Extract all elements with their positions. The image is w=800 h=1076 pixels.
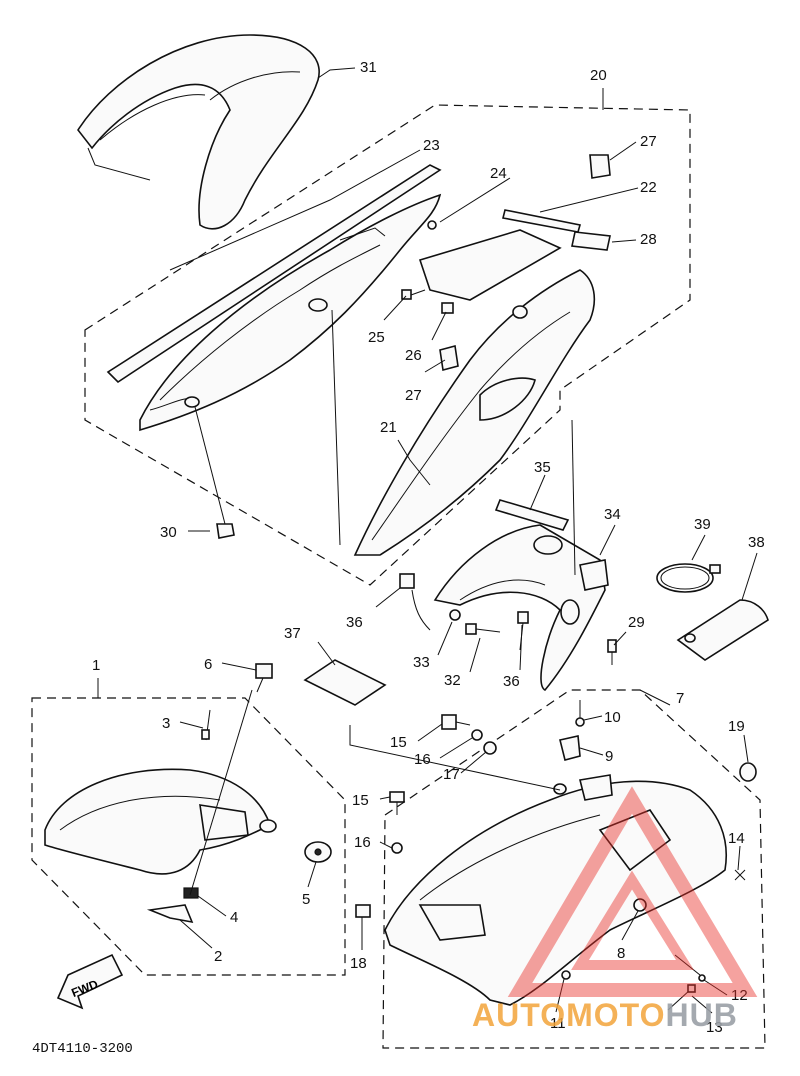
callout-15-a: 15 <box>390 734 407 751</box>
part-38-cover <box>676 599 769 661</box>
part-7-rear-fender <box>384 774 727 1006</box>
callout-8: 8 <box>617 945 625 962</box>
callout-27-top: 27 <box>640 133 657 150</box>
part-36-bolt-b <box>517 611 529 651</box>
callout-13: 13 <box>706 1019 723 1036</box>
callout-19: 19 <box>728 718 745 735</box>
part-6-bolt <box>189 663 273 896</box>
part-2-bracket <box>146 904 194 924</box>
callout-12: 12 <box>731 987 748 1004</box>
part-28-pad <box>571 231 611 251</box>
group-boundary-20 <box>84 104 691 586</box>
part-22-strip <box>502 209 582 233</box>
callout-22: 22 <box>640 179 657 196</box>
part-16-washer-b <box>391 842 403 854</box>
part-10-screw <box>575 700 585 727</box>
diagram-code: 4DT4110-3200 <box>32 1041 133 1057</box>
part-23-side-cover <box>106 164 442 432</box>
callout-28: 28 <box>640 231 657 248</box>
part-19-bulb <box>739 762 757 782</box>
callout-9: 9 <box>605 748 613 765</box>
part-24-screw <box>427 220 437 230</box>
part-26-nut <box>441 302 454 314</box>
callout-10: 10 <box>604 709 621 726</box>
callout-34: 34 <box>604 506 621 523</box>
callout-15-b: 15 <box>352 792 369 809</box>
callout-24: 24 <box>490 165 507 182</box>
callout-20: 20 <box>590 67 607 84</box>
part-36-bolt-a <box>399 573 431 631</box>
callout-26: 26 <box>405 347 422 364</box>
callout-1: 1 <box>92 657 100 674</box>
fwd-arrow: FWD <box>56 953 124 1010</box>
part-9-clip <box>559 735 581 761</box>
watermark-text: AUTOMOTOHUB <box>472 997 738 1033</box>
callout-18: 18 <box>350 955 367 972</box>
part-29-clip <box>607 639 617 665</box>
callout-31: 31 <box>360 59 377 76</box>
callout-3: 3 <box>162 715 170 732</box>
part-32-bolt <box>465 623 501 635</box>
callout-25: 25 <box>368 329 385 346</box>
part-30-nut <box>216 523 235 539</box>
callout-4: 4 <box>230 909 238 926</box>
part-34-bracket <box>433 524 609 692</box>
callout-39: 39 <box>694 516 711 533</box>
callout-11: 11 <box>550 1015 566 1032</box>
callout-23: 23 <box>423 137 440 154</box>
part-8-grommet <box>633 898 647 912</box>
part-13-bolt <box>667 984 696 1011</box>
leader-lines <box>97 67 758 1014</box>
part-27-block-mid <box>439 344 459 372</box>
part-15-bolt-a <box>441 714 471 730</box>
callout-35: 35 <box>534 459 551 476</box>
part-14-clip <box>734 869 746 881</box>
callout-16-a: 16 <box>414 751 431 768</box>
callout-17: 17 <box>443 766 460 783</box>
part-12-screw <box>674 954 706 982</box>
part-25-bolt <box>401 289 426 300</box>
callout-33: 33 <box>413 654 430 671</box>
part-3-screw <box>201 709 211 741</box>
callout-labels: 31 20 23 27 24 22 28 25 26 27 21 35 34 3… <box>92 59 765 1036</box>
part-5-reflector <box>304 841 332 863</box>
part-16-washer-a <box>471 729 483 741</box>
callout-32: 32 <box>444 672 461 689</box>
callout-2: 2 <box>214 948 222 965</box>
callout-14: 14 <box>728 830 745 847</box>
part-27-block-top <box>589 154 611 179</box>
callout-6: 6 <box>204 656 212 673</box>
group-boundary-7 <box>382 689 766 1049</box>
callout-29: 29 <box>628 614 645 631</box>
callout-5: 5 <box>302 891 310 908</box>
watermark-logo: AUTOMOTOHUB <box>472 786 758 1033</box>
part-11-screw <box>561 970 571 980</box>
part-31-seat-cowl <box>77 34 320 230</box>
callout-36-a: 36 <box>346 614 363 631</box>
callout-27-mid: 27 <box>405 387 422 404</box>
group-boundary-1 <box>31 697 346 976</box>
part-18-nut <box>355 904 371 918</box>
callout-30: 30 <box>160 524 177 541</box>
part-33-washer <box>449 609 461 621</box>
part-39-band <box>656 563 721 593</box>
callout-7: 7 <box>676 690 684 707</box>
callout-21: 21 <box>380 419 397 436</box>
part-37-label <box>303 659 387 706</box>
part-1-front-fender <box>44 768 277 875</box>
part-21-rear-cover <box>353 229 596 556</box>
callout-37: 37 <box>284 625 301 642</box>
callout-38: 38 <box>748 534 765 551</box>
part-35-plate <box>494 499 570 531</box>
part-17-grommet <box>483 741 497 755</box>
callout-36-b: 36 <box>503 673 520 690</box>
callout-16-b: 16 <box>354 834 371 851</box>
